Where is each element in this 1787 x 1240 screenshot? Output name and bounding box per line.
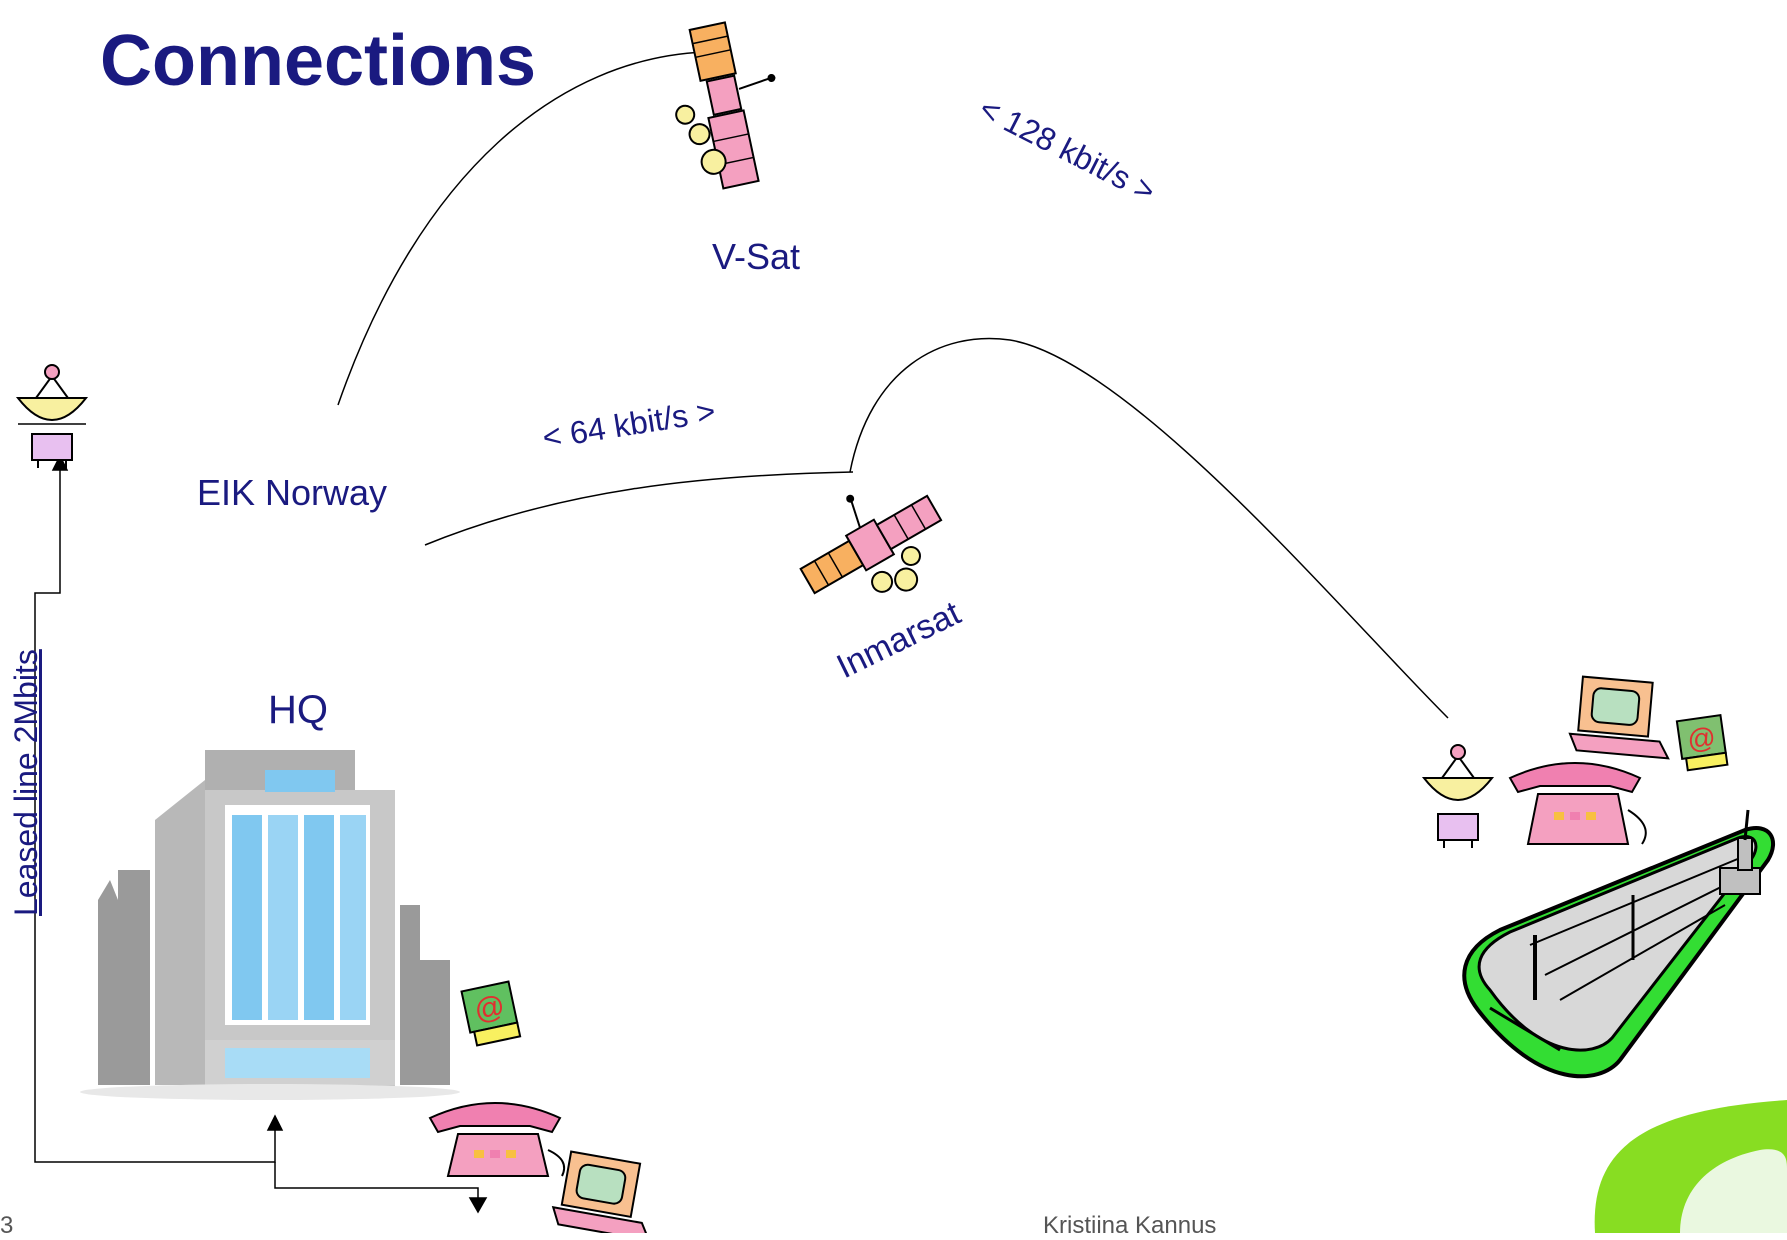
- ship-telephone-icon: [1508, 762, 1647, 845]
- leased-line-connector: [34, 454, 488, 1214]
- hq-telephone-icon: [428, 1102, 566, 1177]
- ship-computer-icon: [1568, 675, 1670, 760]
- inmarsat-uplink-line: [424, 471, 854, 546]
- eik-dish-antenna-icon: [15, 364, 89, 468]
- ship-icon: [1462, 809, 1775, 1079]
- page-number: 3: [0, 1212, 14, 1239]
- inmarsat-satellite-icon: [799, 494, 943, 595]
- ship-dish-antenna-icon: [1421, 744, 1495, 848]
- hq-computer-icon: [551, 1150, 651, 1233]
- hq-building-icon: [80, 750, 460, 1100]
- vsat-link-line: [337, 51, 706, 406]
- ship-email-icon: @: [1675, 714, 1729, 772]
- vsat-satellite-icon: [675, 21, 776, 190]
- eik-norway-label: EIK Norway: [197, 472, 388, 513]
- slide-title: Connections: [100, 21, 537, 101]
- svg-text:@: @: [1685, 721, 1717, 756]
- footer-author: Kristiina Kannus: [1043, 1212, 1217, 1239]
- hq-label: HQ: [268, 688, 328, 732]
- vsat-label: V-Sat: [712, 236, 801, 277]
- inmarsat-downlink-line: [849, 337, 1449, 719]
- leased-line-label: Leased line 2Mbits: [8, 649, 44, 916]
- svg-text:@: @: [471, 989, 508, 1028]
- corner-swoosh-logo: [1594, 1100, 1787, 1233]
- hq-email-icon: @: [460, 980, 522, 1047]
